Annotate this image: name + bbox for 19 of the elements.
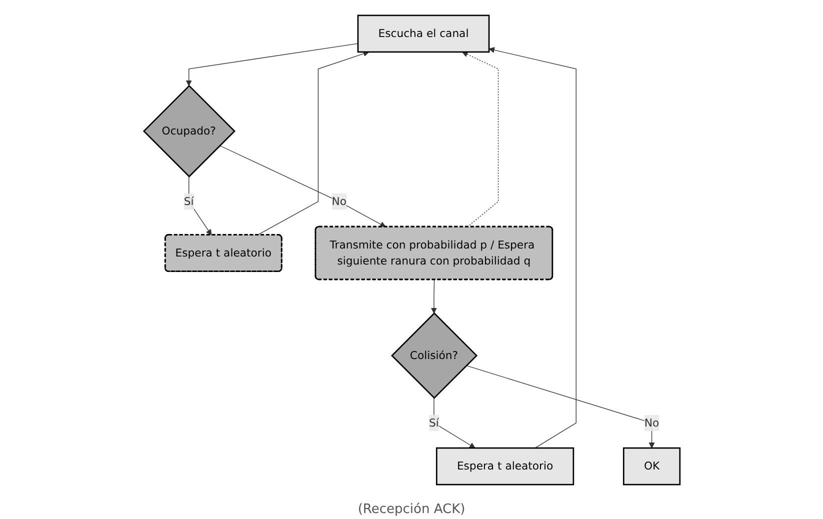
edge-label: Sí (184, 194, 194, 208)
node-box: Espera t aleatorio (436, 447, 574, 486)
arrow (430, 279, 437, 314)
arrow (256, 50, 369, 236)
arrow (188, 176, 212, 236)
arrow (466, 365, 654, 448)
node-diamond: Ocupado? (142, 84, 236, 178)
arrow (462, 52, 498, 228)
arrow (219, 145, 386, 228)
note-text: (Recepción ACK) (358, 502, 466, 517)
node-box: Escucha el canal (356, 14, 490, 53)
arrow (186, 43, 358, 86)
edge-label: No (331, 194, 346, 208)
edge-label: Sí (428, 416, 439, 430)
node-diamond: Colisión? (390, 312, 478, 399)
arrow (433, 398, 475, 448)
node-box: OK (622, 447, 680, 486)
arrow (488, 47, 576, 448)
edge-label: No (644, 416, 659, 430)
